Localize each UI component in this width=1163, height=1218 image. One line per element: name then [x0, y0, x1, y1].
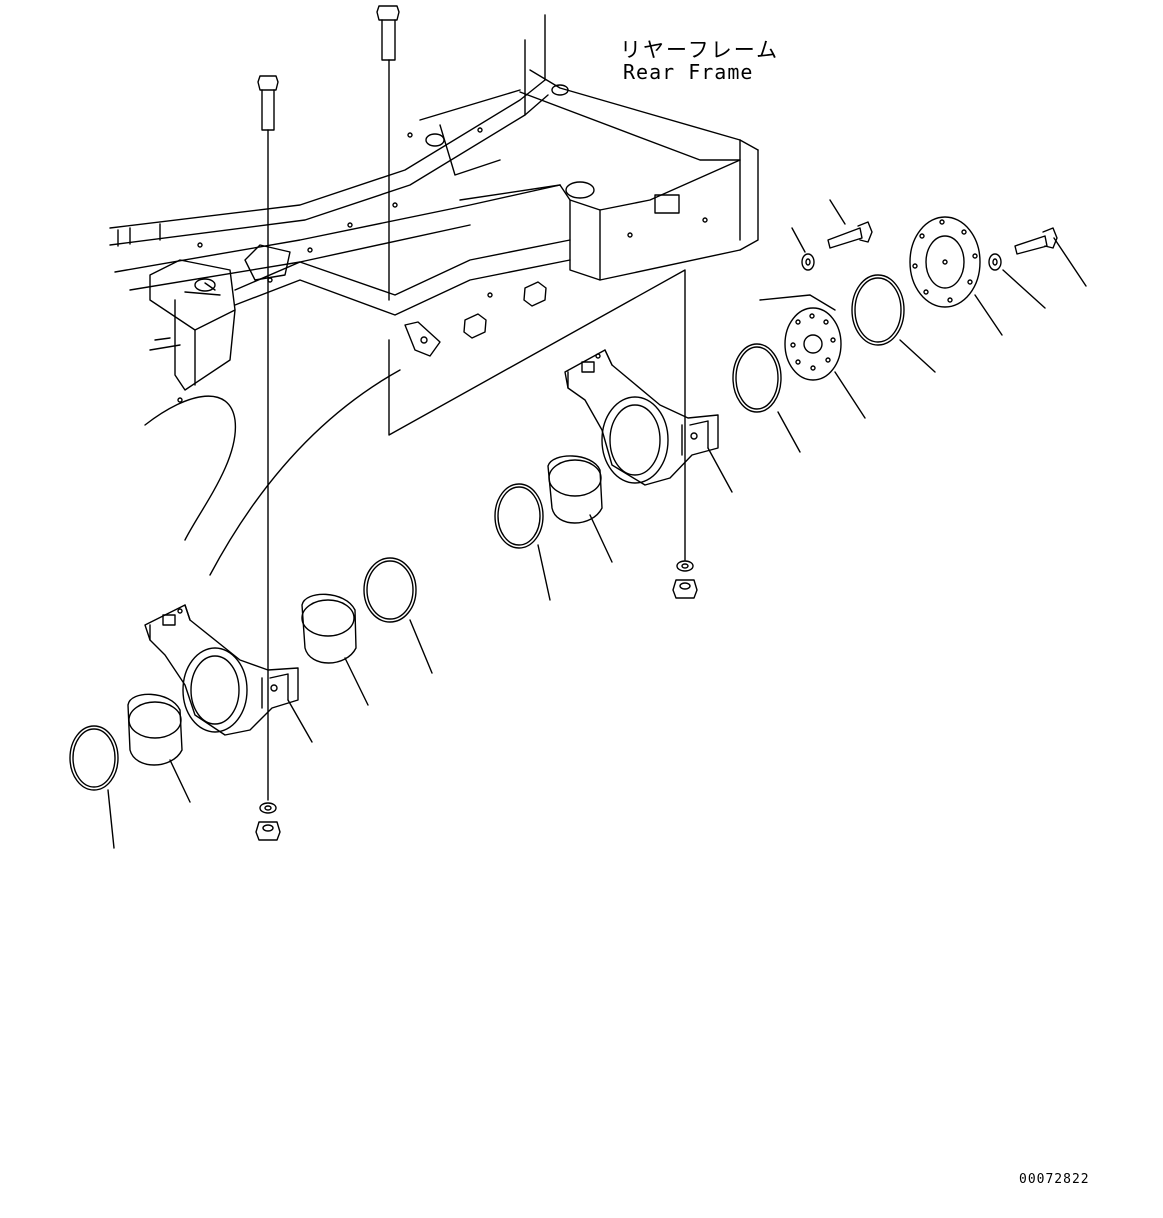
drawing-number: 00072822	[1019, 1172, 1090, 1187]
right-bolt	[377, 6, 685, 560]
left-bolt	[258, 76, 278, 800]
rear-frame	[110, 15, 758, 575]
plate-stack	[733, 200, 1086, 452]
rear-frame-label-jp: リヤーフレーム	[620, 38, 780, 62]
lower-left-trunnion	[70, 558, 432, 848]
upper-right-trunnion	[495, 350, 732, 600]
rear-frame-label-en: Rear Frame	[623, 60, 754, 84]
